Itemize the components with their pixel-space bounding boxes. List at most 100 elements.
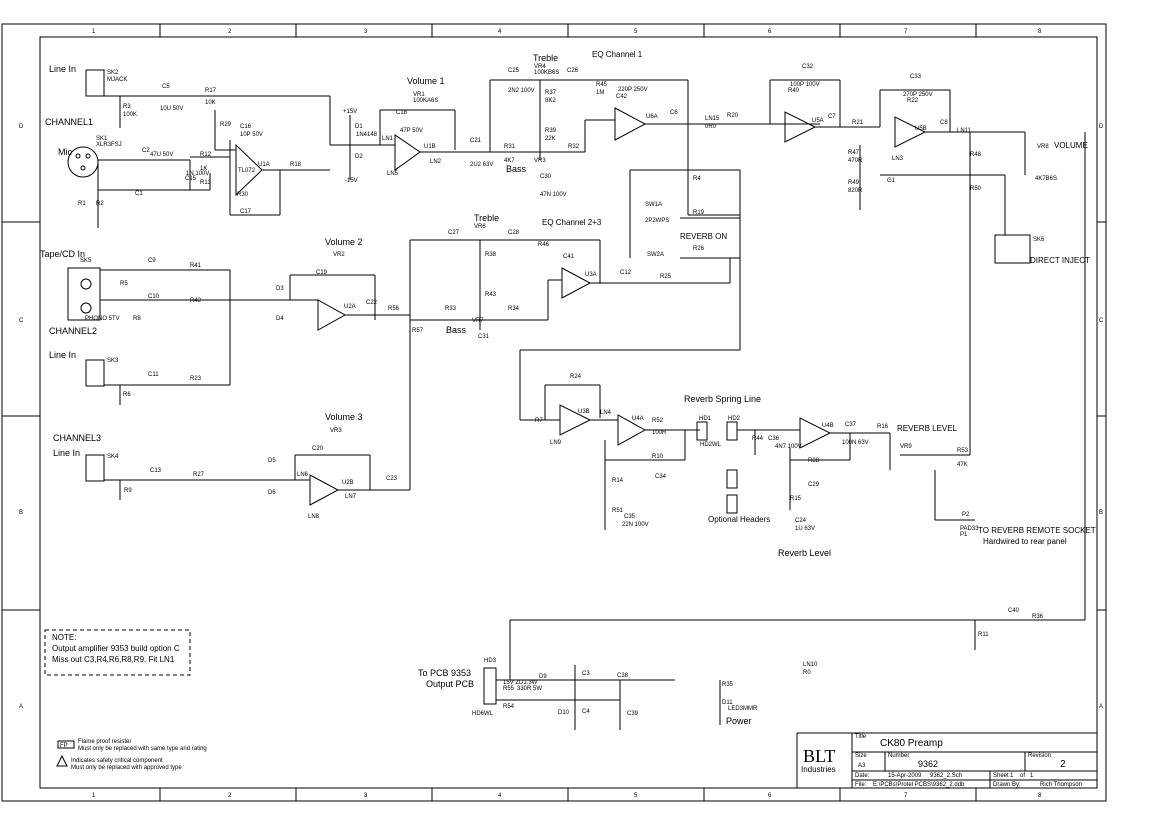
component-ref-r26: R26 xyxy=(693,246,705,252)
header-hd2 xyxy=(726,421,738,441)
column-numbers: 1 2 3 4 5 6 7 8 1 2 3 4 5 6 7 8 xyxy=(92,29,1042,799)
component-ref-c22: C22 xyxy=(366,300,378,306)
component-ref-r25: R25 xyxy=(660,274,672,280)
component-ref-ln11: LN11 xyxy=(957,128,972,134)
number-label: Number xyxy=(888,753,909,759)
reverb-on-label: REVERB ON xyxy=(680,232,727,241)
component-ref-r51: R51 xyxy=(612,508,624,514)
component-ref-r14: R14 xyxy=(612,478,624,484)
treble-1-label: Treble xyxy=(533,53,558,63)
component-ref-c19: C19 xyxy=(316,270,328,276)
component-ref-1u63v: 1U 63V xyxy=(795,526,815,532)
component-ref-ln5: LN5 xyxy=(387,171,399,177)
col-num: 5 xyxy=(634,29,638,35)
file-value: E:\PCBs\Protel PCBS\9362_2.ddb xyxy=(873,782,965,788)
component-ref-ln6: LN6 xyxy=(297,472,309,478)
component-ref-15vzd13w: 15V ZD1.3W xyxy=(503,680,538,686)
component-ref-vr8: VR8 xyxy=(1037,144,1049,150)
col-num: 5 xyxy=(634,793,638,799)
component-ref-r10: R10 xyxy=(652,454,664,460)
component-ref-r31: R31 xyxy=(504,144,516,150)
revision-label: Revision xyxy=(1028,753,1051,759)
component-ref-c42: C42 xyxy=(616,94,628,100)
component-ref-10p50v: 10P 50V xyxy=(240,132,263,138)
drawn-label: Drawn By: xyxy=(993,782,1021,788)
component-ref-r40: R40 xyxy=(788,88,800,94)
component-ref-c10: C10 xyxy=(148,294,160,300)
component-ref-c34: C34 xyxy=(655,474,667,480)
component-ref-2n2100v: 2N2 100V xyxy=(508,88,535,94)
note-title: NOTE: xyxy=(52,633,76,642)
component-ref-d10: D10 xyxy=(558,710,570,716)
component-ref-100k: 100K xyxy=(123,112,137,118)
component-ref-led3mmr: LED3MMR xyxy=(728,706,758,712)
component-ref-r3: R3 xyxy=(123,104,131,110)
outer-border xyxy=(1,23,1107,802)
component-ref-d5: D5 xyxy=(268,458,276,464)
component-ref-pad33: PAD33 xyxy=(960,526,979,532)
component-ref-u3b: U3B xyxy=(578,409,590,415)
component-ref-r13: R13 xyxy=(200,180,212,186)
opamp-u5b xyxy=(894,116,927,148)
direct-inject-jack xyxy=(994,234,1031,264)
power-label: Power xyxy=(726,716,752,726)
component-ref-c17: C17 xyxy=(240,209,252,215)
component-ref-47u50v: 47U 50V xyxy=(150,152,173,158)
component-ref-r43: R43 xyxy=(485,292,497,298)
component-ref-d11: D11 xyxy=(722,700,733,706)
component-ref-r33: R33 xyxy=(445,306,457,312)
component-ref-d1: D1 xyxy=(355,124,363,130)
col-num: 4 xyxy=(498,793,502,799)
component-ref-r53: R53 xyxy=(957,448,969,454)
component-ref-r46: R46 xyxy=(538,242,550,248)
component-ref-1n100v: 1N 100V xyxy=(186,171,209,177)
col-num: 7 xyxy=(904,793,908,799)
component-ref-r45: R45 xyxy=(596,82,608,88)
component-ref-47p50v: 47P 50V xyxy=(400,128,423,134)
component-ref-r5: R5 xyxy=(120,281,128,287)
channel1-label: CHANNEL1 xyxy=(45,117,93,127)
bass-2-label: Bass xyxy=(446,325,467,335)
component-ref-4n7100v: 4N7 100V xyxy=(775,444,802,450)
component-ref-ln9: LN9 xyxy=(550,440,562,446)
header-hd1 xyxy=(696,421,708,441)
component-ref-g1: G1 xyxy=(887,178,896,184)
component-ref-c11: C11 xyxy=(148,372,159,378)
volume-3-label: Volume 3 xyxy=(325,412,363,422)
component-ref-r35: R35 xyxy=(722,682,734,688)
opamp-u3a xyxy=(561,267,592,299)
component-ref-hd6wl: HD6WL xyxy=(472,711,494,717)
component-ref-hd2wl: HD2WL xyxy=(700,442,722,448)
component-ref-c13: C13 xyxy=(150,468,162,474)
component-ref-xlr3fsj: XLR3FSJ xyxy=(96,142,122,148)
component-ref-r52: R52 xyxy=(652,418,664,424)
component-ref-r42: R42 xyxy=(190,298,202,304)
component-ref-8k2: 8K2 xyxy=(545,98,556,104)
component-ref-r2: R2 xyxy=(96,201,104,207)
component-ref-vr7: VR7 xyxy=(472,318,484,324)
component-ref-vr1: VR1 xyxy=(413,92,425,98)
component-ref-r57: R57 xyxy=(412,328,424,334)
output-pcb-label: Output PCB xyxy=(426,679,474,689)
component-ref-r15: R15 xyxy=(790,496,802,502)
title-label: Title xyxy=(855,734,867,740)
component-ref-c36: C36 xyxy=(768,436,780,442)
component-ref-r54: R54 xyxy=(503,704,515,710)
sheet-label: Sheet xyxy=(993,773,1009,779)
component-ref-hd1: HD1 xyxy=(699,416,712,422)
component-ref-u3a: U3A xyxy=(585,272,597,278)
opamp-u4b xyxy=(799,417,832,449)
opamp-u5a xyxy=(784,111,817,143)
component-ref-r0: R0 xyxy=(803,670,811,676)
component-ref-sw2a: SW2A xyxy=(647,252,664,258)
drawn-value: Rich Thompson xyxy=(1040,782,1082,788)
component-ref-u1b: U1B xyxy=(424,144,436,150)
row-letter: A xyxy=(19,704,23,710)
component-ref-c16: C16 xyxy=(240,124,252,130)
bass-1-label: Bass xyxy=(506,164,527,174)
opamp-u1b xyxy=(394,134,421,171)
col-num: 1 xyxy=(92,29,96,35)
component-ref-100kb6s: 100KB6S xyxy=(534,70,559,76)
component-ref-u4a: U4A xyxy=(632,416,644,422)
to-pcb-label: To PCB 9353 xyxy=(418,668,471,678)
